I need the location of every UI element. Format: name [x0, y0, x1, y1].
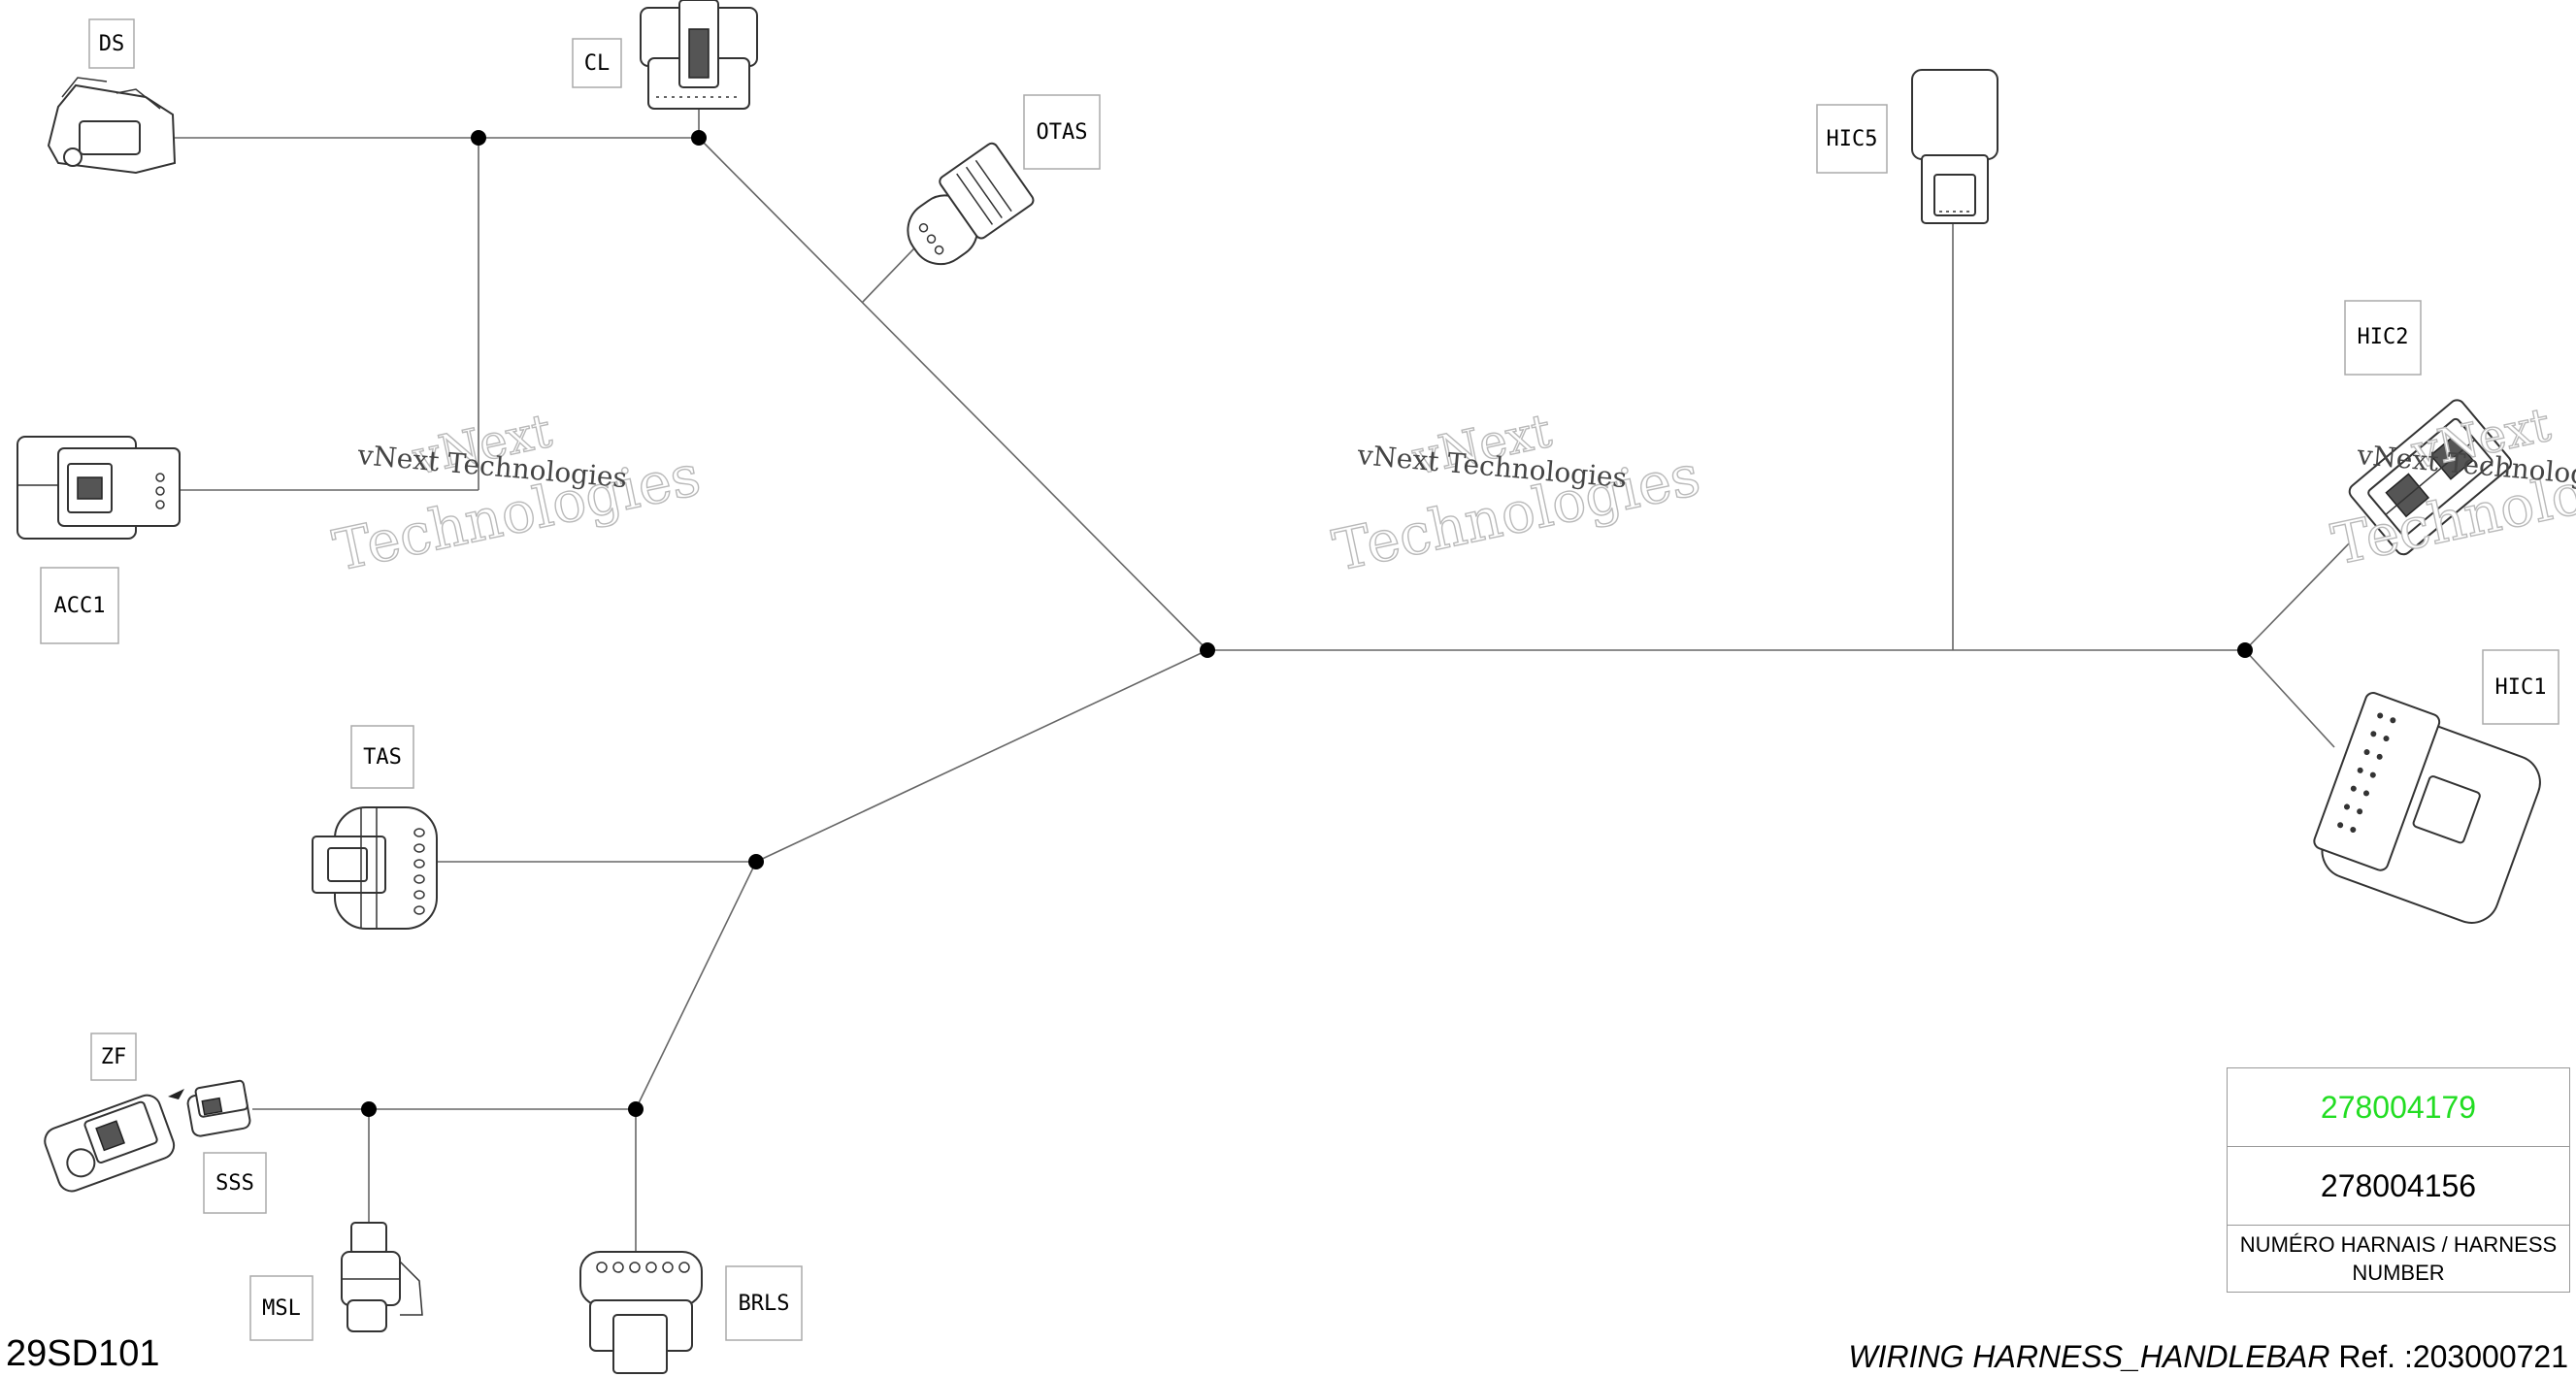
- drawing-title-line: WIRING HARNESS_HANDLEBAR Ref. :203000721: [1848, 1339, 2568, 1375]
- label-brls-text: BRLS: [739, 1292, 790, 1316]
- harness-number-primary: 278004179: [2228, 1068, 2569, 1147]
- wire-hic1: [2244, 649, 2335, 748]
- drawing-title: WIRING HARNESS_HANDLEBAR: [1848, 1339, 2330, 1374]
- connector-tas: [312, 806, 438, 930]
- connector-ds: [47, 77, 177, 175]
- label-acc1-text: ACC1: [54, 594, 106, 618]
- junction-dot: [2237, 642, 2253, 658]
- connector-sss: [186, 1079, 251, 1137]
- wire-center-tas: [755, 649, 1208, 863]
- junction-dot: [628, 1101, 644, 1117]
- wire-hic2: [2244, 538, 2355, 651]
- harness-number-caption: NUMÉRO HARNAIS / HARNESS NUMBER: [2239, 1232, 2558, 1285]
- junction-dot: [691, 130, 707, 146]
- label-otas: OTAS: [1023, 94, 1101, 170]
- junction-dot: [748, 854, 764, 869]
- label-tas: TAS: [350, 725, 414, 789]
- label-hic1-text: HIC1: [2495, 675, 2547, 700]
- connector-hic1: [2313, 692, 2541, 924]
- label-zf-text: ZF: [101, 1045, 127, 1069]
- label-zf: ZF: [90, 1033, 137, 1081]
- connector-acc1: [17, 436, 181, 540]
- connector-cl: [640, 0, 758, 110]
- connector-hic2: [2348, 399, 2512, 556]
- label-hic2: HIC2: [2344, 300, 2422, 376]
- junction-dot: [361, 1101, 377, 1117]
- label-acc1: ACC1: [40, 567, 119, 644]
- harness-number-secondary: 278004156: [2228, 1147, 2569, 1226]
- junctions: [361, 130, 2253, 1117]
- label-otas-text: OTAS: [1037, 120, 1088, 145]
- label-hic5-text: HIC5: [1827, 127, 1878, 151]
- label-tas-text: TAS: [363, 745, 402, 770]
- connector-msl: [341, 1222, 423, 1332]
- label-sss-text: SSS: [215, 1171, 254, 1196]
- ref-label: Ref. :: [2338, 1339, 2413, 1374]
- wire-network: [175, 68, 2355, 1262]
- wire-tas-lower: [635, 861, 757, 1110]
- label-hic1: HIC1: [2482, 649, 2559, 725]
- label-sss: SSS: [203, 1152, 267, 1214]
- label-cl-text: CL: [584, 51, 611, 76]
- harness-number-box: 278004179 278004156 NUMÉRO HARNAIS / HAR…: [2227, 1067, 2570, 1293]
- label-hic2-text: HIC2: [2358, 325, 2409, 349]
- connector-hic5: [1911, 69, 1998, 224]
- connector-zf: [44, 1089, 184, 1193]
- wire-cl-center: [698, 137, 1208, 651]
- connector-otas: [907, 142, 1035, 266]
- junction-dot: [471, 130, 486, 146]
- label-msl: MSL: [249, 1275, 314, 1341]
- ref-value: 203000721: [2412, 1339, 2568, 1374]
- junction-dot: [1200, 642, 1215, 658]
- label-ds-text: DS: [99, 32, 125, 56]
- label-ds: DS: [88, 18, 135, 69]
- label-hic5: HIC5: [1816, 104, 1888, 174]
- label-cl: CL: [572, 38, 622, 88]
- connector-brls: [579, 1251, 703, 1374]
- label-msl-text: MSL: [262, 1296, 301, 1321]
- label-brls: BRLS: [725, 1265, 803, 1341]
- document-code: 29SD101: [6, 1333, 160, 1374]
